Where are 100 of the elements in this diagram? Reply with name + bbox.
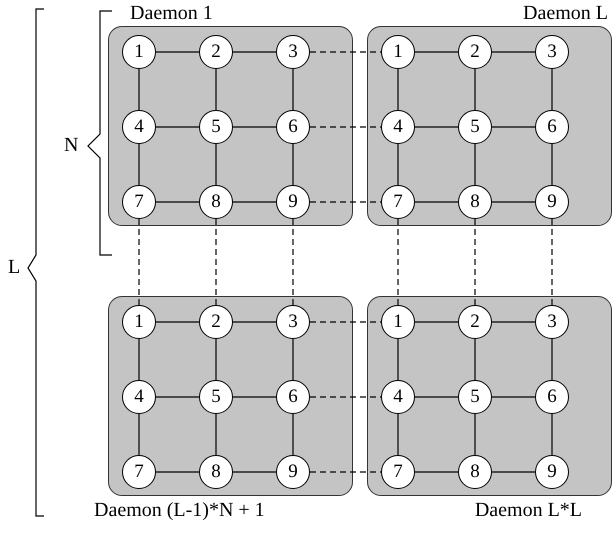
connector-line: [551, 144, 553, 185]
node-circle: 3: [276, 35, 310, 69]
connector-line: [474, 414, 476, 455]
dashed-connector: [310, 51, 381, 53]
connector-line: [397, 414, 399, 455]
daemon-label: Daemon 1: [130, 2, 213, 24]
connector-line: [492, 471, 535, 473]
node-circle: 7: [122, 185, 156, 219]
connector-line: [415, 51, 458, 53]
connector-line: [156, 201, 199, 203]
connector-line: [233, 201, 276, 203]
connector-line: [415, 126, 458, 128]
node-circle: 5: [458, 110, 492, 144]
node-circle: 8: [458, 185, 492, 219]
node-circle: 2: [199, 35, 233, 69]
connector-line: [156, 51, 199, 53]
node-circle: 6: [276, 380, 310, 414]
dashed-connector: [215, 219, 217, 305]
dashed-connector: [474, 219, 476, 305]
node-circle: 7: [381, 455, 415, 489]
connector-line: [492, 201, 535, 203]
connector-line: [292, 144, 294, 185]
dashed-connector: [292, 219, 294, 305]
connector-line: [138, 414, 140, 455]
dashed-connector: [397, 219, 399, 305]
node-circle: 9: [535, 185, 569, 219]
node-circle: 3: [276, 305, 310, 339]
connector-line: [415, 471, 458, 473]
node-circle: 9: [276, 455, 310, 489]
node-circle: 1: [381, 35, 415, 69]
connector-line: [474, 339, 476, 380]
node-circle: 8: [199, 185, 233, 219]
node-circle: 7: [122, 455, 156, 489]
dashed-connector: [551, 219, 553, 305]
dashed-connector: [310, 471, 381, 473]
connector-line: [138, 69, 140, 110]
connector-line: [415, 396, 458, 398]
connector-line: [415, 321, 458, 323]
node-circle: 6: [535, 110, 569, 144]
connector-line: [492, 396, 535, 398]
connector-line: [215, 69, 217, 110]
connector-line: [415, 201, 458, 203]
connector-line: [156, 471, 199, 473]
node-circle: 4: [122, 110, 156, 144]
node-circle: 4: [381, 380, 415, 414]
node-circle: 5: [199, 380, 233, 414]
connector-line: [492, 321, 535, 323]
node-circle: 1: [381, 305, 415, 339]
node-circle: 3: [535, 35, 569, 69]
node-circle: 8: [458, 455, 492, 489]
connector-line: [492, 126, 535, 128]
node-circle: 5: [199, 110, 233, 144]
connector-line: [397, 339, 399, 380]
connector-line: [551, 339, 553, 380]
node-circle: 2: [199, 305, 233, 339]
connector-line: [397, 144, 399, 185]
connector-line: [233, 126, 276, 128]
node-circle: 5: [458, 380, 492, 414]
node-circle: 7: [381, 185, 415, 219]
daemon-label: Daemon (L-1)*N + 1: [94, 499, 265, 521]
connector-line: [215, 414, 217, 455]
node-circle: 1: [122, 35, 156, 69]
node-circle: 9: [535, 455, 569, 489]
node-circle: 3: [535, 305, 569, 339]
connector-line: [492, 51, 535, 53]
connector-line: [156, 126, 199, 128]
node-circle: 6: [535, 380, 569, 414]
connector-line: [292, 414, 294, 455]
dashed-connector: [310, 201, 381, 203]
connector-line: [233, 51, 276, 53]
dashed-connector: [138, 219, 140, 305]
connector-line: [551, 414, 553, 455]
dimension-label: N: [64, 134, 78, 156]
node-circle: 4: [122, 380, 156, 414]
node-circle: 8: [199, 455, 233, 489]
node-circle: 2: [458, 305, 492, 339]
dimension-label: L: [8, 256, 20, 278]
node-circle: 1: [122, 305, 156, 339]
connector-line: [292, 69, 294, 110]
connector-line: [215, 144, 217, 185]
daemon-label: Daemon L*L: [474, 499, 582, 521]
connector-line: [397, 69, 399, 110]
connector-line: [215, 339, 217, 380]
dashed-connector: [310, 396, 381, 398]
node-circle: 4: [381, 110, 415, 144]
node-circle: 6: [276, 110, 310, 144]
connector-line: [138, 144, 140, 185]
connector-line: [292, 339, 294, 380]
connector-line: [233, 321, 276, 323]
node-circle: 2: [458, 35, 492, 69]
dashed-connector: [310, 321, 381, 323]
connector-line: [474, 144, 476, 185]
connector-line: [474, 69, 476, 110]
connector-line: [156, 396, 199, 398]
daemon-label: Daemon L: [523, 2, 608, 24]
connector-line: [138, 339, 140, 380]
dashed-connector: [310, 126, 381, 128]
connector-line: [551, 69, 553, 110]
connector-line: [233, 396, 276, 398]
node-circle: 9: [276, 185, 310, 219]
